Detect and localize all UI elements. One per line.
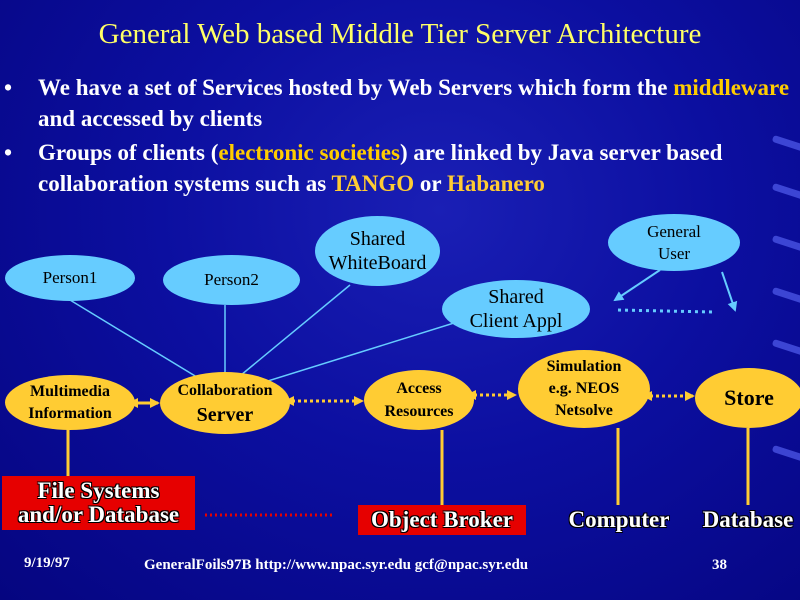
file-systems-label-1: File Systems	[37, 478, 160, 503]
bullet-item: • We have a set of Services hosted by We…	[0, 72, 790, 134]
footer-page-number: 38	[712, 557, 727, 573]
link-whiteboard-collab	[234, 284, 351, 381]
object-broker-label: Object Broker	[370, 507, 513, 532]
multimedia-label-1: Multimedia	[30, 382, 110, 400]
store-label: Store	[724, 385, 774, 410]
general-user-label-1: General	[647, 221, 701, 241]
bullet-highlight: electronic societies	[218, 140, 400, 165]
store-node: Store	[695, 368, 800, 428]
bullet-icon: •	[4, 140, 13, 165]
file-systems-box: File Systems and/or Database	[2, 476, 195, 530]
bullet-text-part: and accessed by clients	[38, 106, 263, 131]
simulation-label-3: Netsolve	[555, 402, 613, 419]
slide-title: General Web based Middle Tier Server Arc…	[98, 18, 702, 50]
bullet-highlight: Habanero	[446, 171, 545, 196]
link-person1-collab	[69, 299, 211, 386]
general-user-label-2: User	[657, 243, 691, 263]
shared-client-appl-node: Shared Client Appl	[442, 280, 590, 338]
dotted-link-sharedclient-user	[617, 308, 713, 314]
bullet-list: • We have a set of Services hosted by We…	[0, 72, 790, 202]
bullet-text: We have a set of Services hosted by Web …	[38, 72, 790, 134]
database-box: Database	[696, 505, 800, 535]
footer-source: GeneralFoils97B http://www.npac.syr.edu …	[144, 557, 529, 573]
access-resources-label-1: Access	[396, 380, 442, 397]
simulation-label-1: Simulation	[546, 358, 622, 375]
bullet-item: • Groups of clients (electronic societie…	[0, 137, 790, 199]
bullet-icon: •	[4, 75, 13, 100]
shared-client-appl-label-2: Client Appl	[469, 310, 563, 332]
shared-client-appl-label-1: Shared	[488, 286, 544, 308]
link-generaluser-store	[721, 271, 738, 312]
bullet-text-part: Groups of clients (	[38, 140, 219, 165]
person1-label: Person1	[42, 268, 98, 287]
database-label: Database	[702, 507, 794, 532]
collaboration-label-2: Server	[196, 404, 254, 426]
person1-node: Person1	[5, 255, 135, 301]
bullet-text-part: We have a set of Services hosted by Web …	[38, 75, 674, 100]
bullet-text-part: or	[414, 171, 447, 196]
collaboration-server-node: Collaboration Server	[160, 372, 290, 434]
shared-whiteboard-label-1: Shared	[349, 228, 406, 250]
file-systems-label-2: and/or Database	[17, 502, 180, 527]
access-resources-label-2: Resources	[384, 403, 454, 420]
computer-box: Computer	[560, 505, 678, 535]
link-generaluser-sharedclient	[613, 269, 661, 302]
bullet-text: Groups of clients (electronic societies)…	[38, 137, 790, 199]
person2-node: Person2	[163, 255, 300, 305]
bullet-highlight: TANGO	[331, 171, 415, 196]
person2-label: Person2	[204, 270, 259, 289]
multimedia-information-node: Multimedia Information	[5, 375, 135, 430]
access-resources-node: Access Resources	[364, 370, 474, 430]
bullet-text-part: ) are linked by Java server based collab…	[38, 140, 723, 196]
collaboration-label-1: Collaboration	[177, 382, 273, 399]
link-sharedclient-collab	[254, 317, 471, 386]
footer-date: 9/19/97	[24, 555, 70, 571]
multimedia-label-2: Information	[28, 404, 112, 422]
shared-whiteboard-label-2: WhiteBoard	[328, 252, 427, 274]
bullet-highlight: middleware	[673, 75, 790, 100]
simulation-node: Simulation e.g. NEOS Netsolve	[518, 350, 650, 428]
general-user-node: General User	[608, 214, 740, 271]
shared-whiteboard-node: Shared WhiteBoard	[315, 216, 440, 286]
object-broker-box: Object Broker	[358, 505, 526, 535]
simulation-label-2: e.g. NEOS	[548, 380, 620, 397]
computer-label: Computer	[568, 507, 670, 532]
